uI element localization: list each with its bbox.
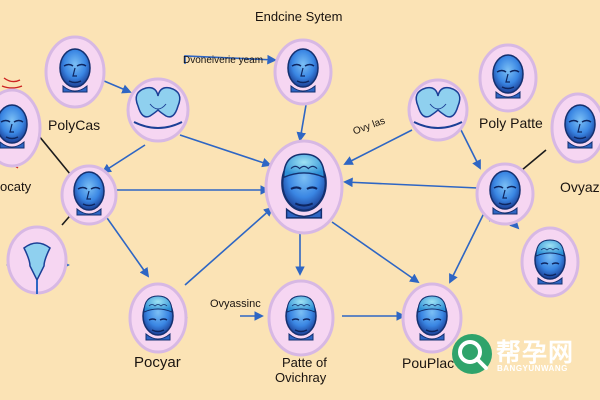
uterus-icon [23,242,51,294]
arrow-line [184,206,274,286]
label-ocaty: ocaty [0,179,32,194]
node-head-far-left [0,88,42,168]
node-head-bottom-right [401,282,463,354]
magnifier-q-logo-icon [452,334,492,374]
watermark-english: BANGYUNWANG [497,364,568,373]
arrow-line [184,54,277,65]
arrow-line [296,104,307,142]
label-patte-of: Patte of [282,355,327,370]
arrow-line [343,129,413,165]
node-head-top-right [478,43,538,113]
node-gland-left [126,77,190,143]
arrow-line [343,177,479,189]
node-head-right-low [520,226,580,298]
node-head-far-right [550,92,600,164]
node-head-top-center [273,38,333,106]
node-gland-right [407,78,469,142]
label-oval-top: Dvoneiverie yeam [183,55,264,66]
arrow-line [449,204,489,284]
node-brain-center [264,139,344,235]
label-ovichray: Ovichray [275,370,327,385]
label-ovyaz: Ovyaz [560,179,600,195]
arrow-line [99,207,150,278]
label-pouplac: PouPlac [402,355,455,371]
arrow-line [459,127,481,170]
label-ovassinc: Ovyassinc [210,298,261,310]
node-head-bottom-center [267,279,335,357]
arrow-line [179,134,272,168]
label-poly-patte: Poly Patte [479,115,543,131]
label-polycas: PolyCas [48,117,101,133]
node-head-top-left [44,35,106,109]
node-head-bottom-left [128,282,188,354]
node-organ-left-low [6,225,68,295]
diagram-title: Endcine Sytem [255,9,343,24]
arrow-line [101,144,146,174]
node-head-right-mid [475,162,535,226]
node-head-left-mid [60,164,118,226]
watermark-chinese: 帮孕网 [496,339,575,367]
arrow-line [331,221,420,284]
label-pocyar: Pocyar [134,354,181,371]
